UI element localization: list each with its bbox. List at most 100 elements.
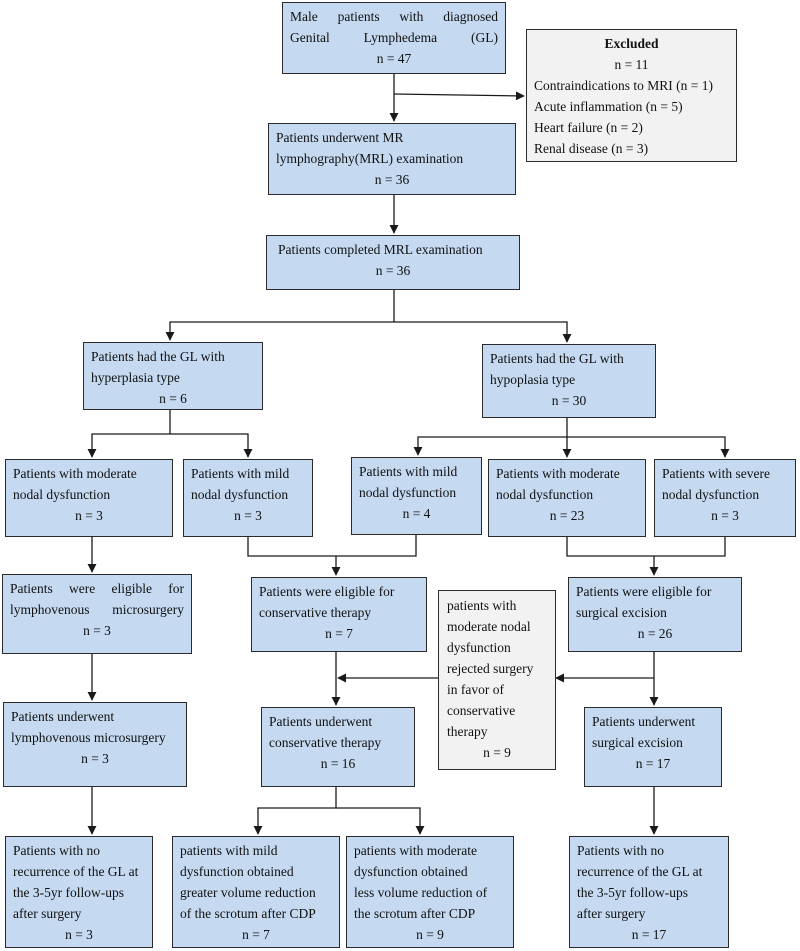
box-line: Male patients with diagnosed [290,9,498,24]
split-hypo-left [413,418,568,456]
box-count: n = 3 [711,508,739,523]
box-line: surgical excision [592,735,683,750]
box-count: n = 6 [159,391,187,406]
box-count: n = 17 [631,927,667,942]
box-eligible-excision: Patients were eligible for surgical exci… [568,577,742,652]
box-excluded: Excluded n = 11 Contraindications to MRI… [526,29,737,162]
box-line: Patients with severe [662,466,770,481]
box-count: n = 36 [374,172,410,187]
box-line: the 3-5yr follow-ups [577,885,688,900]
excluded-reason: Acute inflammation (n = 5) [534,99,683,114]
box-line: patients with [447,598,517,613]
box-line: nodal dysfunction [191,487,289,502]
box-moderate-dysfunction-hypo: Patients with moderate nodal dysfunction… [488,459,646,537]
box-line: lymphography(MRL) examination [276,151,464,166]
excluded-reason: Renal disease (n = 3) [534,141,649,156]
box-count: n = 47 [376,51,412,66]
box-line: patients with moderate [354,843,477,858]
box-line: Patients underwent [11,709,115,724]
box-line: Patients with mild [359,464,458,479]
box-outcome-microsurgery: Patients with no recurrence of the GL at… [5,836,153,948]
box-line: patients with mild [180,843,278,858]
box-line: Patients were eligible for [10,581,184,596]
box-mild-dysfunction-hyper: Patients with mild nodal dysfunction n =… [183,459,313,537]
box-line: of the scrotum after CDP [180,906,316,921]
box-line: lymphovenous microsurgery [11,730,166,745]
box-line: Patients had the GL with [91,349,225,364]
box-line: therapy [447,724,488,739]
box-hyperplasia: Patients had the GL with hyperplasia typ… [83,342,263,410]
box-line: after surgery [577,906,646,921]
box-severe-dysfunction-hypo: Patients with severe nodal dysfunction n… [654,459,796,537]
excluded-reason: Contraindications to MRI (n = 1) [534,78,713,93]
box-line: Patients with moderate [13,466,137,481]
box-line: Patients with no [577,843,664,858]
excluded-title: Excluded [604,36,659,51]
box-line: recurrence of the GL at [577,864,703,879]
box-count: n = 3 [83,623,111,638]
box-line: dysfunction obtained [180,864,294,879]
box-line: conservative therapy [259,605,372,620]
box-line: hyperplasia type [91,370,180,385]
box-line: less volume reduction of [354,885,488,900]
box-count: n = 30 [551,393,587,408]
box-line: dysfunction [447,640,511,655]
box-count: n = 3 [81,751,109,766]
box-line: moderate nodal [447,619,531,634]
box-outcome-mild-cdp: patients with mild dysfunction obtained … [172,836,340,948]
box-line: Patients were eligible for [259,584,395,599]
box-line: in favor of [447,682,504,697]
box-count: n = 7 [325,626,353,641]
box-line: Patients had the GL with [490,351,624,366]
box-count: n = 9 [416,927,444,942]
box-eligible-conservative: Patients were eligible for conservative … [251,577,427,652]
box-underwent-microsurgery: Patients underwent lymphovenous microsur… [3,702,187,787]
box-line: greater volume reduction [180,885,316,900]
box-outcome-moderate-cdp: patients with moderate dysfunction obtai… [346,836,514,948]
box-count: n = 17 [635,756,671,771]
box-count: n = 7 [242,927,270,942]
box-line: conservative therapy [269,735,382,750]
split-hyper-right [170,433,253,458]
box-line: Patients with moderate [496,466,620,481]
box-line: hypoplasia type [490,372,576,387]
box-underwent-excision: Patients underwent surgical excision n =… [584,707,722,787]
box-count: n = 16 [320,756,356,771]
box-line: surgical excision [576,605,667,620]
arrow-to-excluded [393,91,525,101]
box-line: lymphovenous microsurgery [10,602,184,617]
box-mild-dysfunction-hypo: Patients with mild nodal dysfunction n =… [351,457,482,535]
box-count: n = 11 [614,57,649,72]
merge-d2-d3 [247,535,417,557]
box-diagnosed-patients: Male patients with diagnosed Genital Lym… [282,2,506,74]
box-line: dysfunction obtained [354,864,468,879]
merge-d4-d5 [566,537,726,557]
box-line: nodal dysfunction [662,487,760,502]
excluded-reason: Heart failure (n = 2) [534,120,643,135]
box-line: after surgery [13,906,82,921]
box-moderate-dysfunction-hyper: Patients with moderate nodal dysfunction… [5,459,173,537]
box-count: n = 36 [375,263,411,278]
box-count: n = 9 [483,745,511,760]
split-u2-right [336,807,425,835]
box-rejected-surgery: patients with moderate nodal dysfunction… [438,590,556,770]
split-hypo-right [567,436,730,458]
box-count: n = 3 [234,508,262,523]
split-b3 [165,290,395,341]
box-count: n = 3 [75,508,103,523]
box-line: Patients were eligible for [576,584,712,599]
split-b3-right [394,321,572,343]
box-count: n = 26 [637,626,673,641]
box-count: n = 23 [549,508,585,523]
box-line: Patients completed MRL examination [278,242,483,257]
box-line: rejected surgery [447,661,534,676]
box-count: n = 3 [65,927,93,942]
box-line: Genital Lymphedema (GL) [290,30,498,45]
box-count: n = 4 [402,506,431,521]
box-underwent-conservative: Patients underwent conservative therapy … [261,707,415,787]
box-line: nodal dysfunction [359,485,457,500]
box-line: Patients underwent [592,714,696,729]
box-line: conservative [447,703,516,718]
